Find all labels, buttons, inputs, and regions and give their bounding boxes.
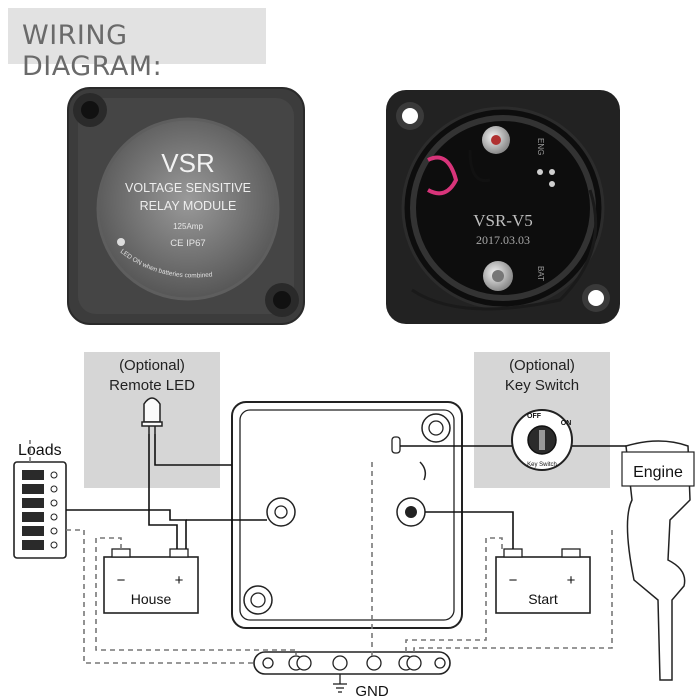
vsr-module-outline bbox=[231, 401, 463, 629]
load-breaker-icon bbox=[22, 512, 44, 522]
switch-off-label: OFF bbox=[527, 413, 542, 420]
loads-wire bbox=[66, 509, 187, 549]
load-terminal-icon bbox=[50, 541, 58, 549]
load-breaker-icon bbox=[22, 470, 44, 480]
optional-led-label-2: Remote LED bbox=[109, 377, 195, 394]
module-back-photo: VSR-V5 2017.03.03 ENG BAT bbox=[386, 90, 620, 324]
load-terminal-icon bbox=[50, 499, 58, 507]
gnd-label: GND bbox=[355, 683, 389, 700]
house-plus: + bbox=[175, 572, 184, 589]
solid-wires bbox=[66, 434, 626, 549]
load-terminal-icon bbox=[50, 471, 58, 479]
house-battery-icon bbox=[103, 548, 199, 614]
house-ground-wire bbox=[95, 537, 297, 656]
module-label-disc bbox=[96, 117, 280, 301]
start-positive-wire bbox=[425, 511, 514, 549]
load-breaker-icon bbox=[22, 540, 44, 550]
module-rating: 125Amp bbox=[173, 222, 203, 231]
bat-mark: BAT bbox=[536, 266, 545, 281]
module-cert: CE IP67 bbox=[170, 238, 205, 249]
engine-ground-wire bbox=[413, 530, 613, 656]
module-line1: VOLTAGE SENSITIVE bbox=[125, 181, 251, 195]
start-plus: + bbox=[567, 572, 576, 589]
loads-ground-wire bbox=[66, 529, 254, 664]
load-breaker-icon bbox=[22, 498, 44, 508]
switch-on-label: ON bbox=[561, 420, 572, 427]
loads-switch-panel-icon bbox=[13, 461, 67, 559]
engine-icon bbox=[621, 440, 695, 681]
eng-mark: ENG bbox=[536, 138, 545, 155]
optional-led-label-1: (Optional) bbox=[119, 357, 185, 374]
board-date: 2017.03.03 bbox=[476, 233, 530, 247]
board-label: VSR-V5 bbox=[473, 211, 533, 230]
load-breaker-icon bbox=[22, 526, 44, 536]
page-title: WIRING DIAGRAM: bbox=[22, 20, 163, 82]
module-line2: RELAY MODULE bbox=[140, 199, 237, 213]
engine-label: Engine bbox=[633, 464, 683, 481]
ground-wires bbox=[29, 440, 613, 664]
switch-terminal-icon bbox=[391, 436, 401, 454]
module-front-photo: VSR VOLTAGE SENSITIVE RELAY MODULE 125Am… bbox=[67, 87, 305, 325]
house-battery-label: House bbox=[131, 591, 172, 607]
loads-label: Loads bbox=[18, 442, 62, 459]
remote-led-icon bbox=[141, 397, 163, 434]
start-minus: − bbox=[509, 572, 518, 589]
start-battery-label: Start bbox=[528, 591, 558, 607]
load-terminal-icon bbox=[50, 485, 58, 493]
load-breaker-icon bbox=[22, 484, 44, 494]
title-banner: WIRING DIAGRAM: bbox=[8, 8, 266, 82]
optional-switch-label-1: (Optional) bbox=[509, 357, 575, 374]
ground-busbar-icon bbox=[253, 651, 451, 693]
led-wire bbox=[148, 434, 178, 549]
switch-face-label: Key Switch bbox=[527, 462, 557, 468]
load-terminal-icon bbox=[50, 527, 58, 535]
led-indicator-icon bbox=[117, 238, 125, 246]
load-terminal-icon bbox=[50, 513, 58, 521]
house-minus: − bbox=[117, 572, 126, 589]
key-switch-icon: OFF ON Key Switch bbox=[511, 409, 573, 471]
start-battery-icon bbox=[495, 548, 591, 614]
led-return-wire bbox=[154, 434, 232, 466]
start-ground-wire bbox=[405, 537, 503, 656]
module-brand: VSR bbox=[161, 148, 214, 178]
optional-switch-label-2: Key Switch bbox=[505, 377, 579, 394]
